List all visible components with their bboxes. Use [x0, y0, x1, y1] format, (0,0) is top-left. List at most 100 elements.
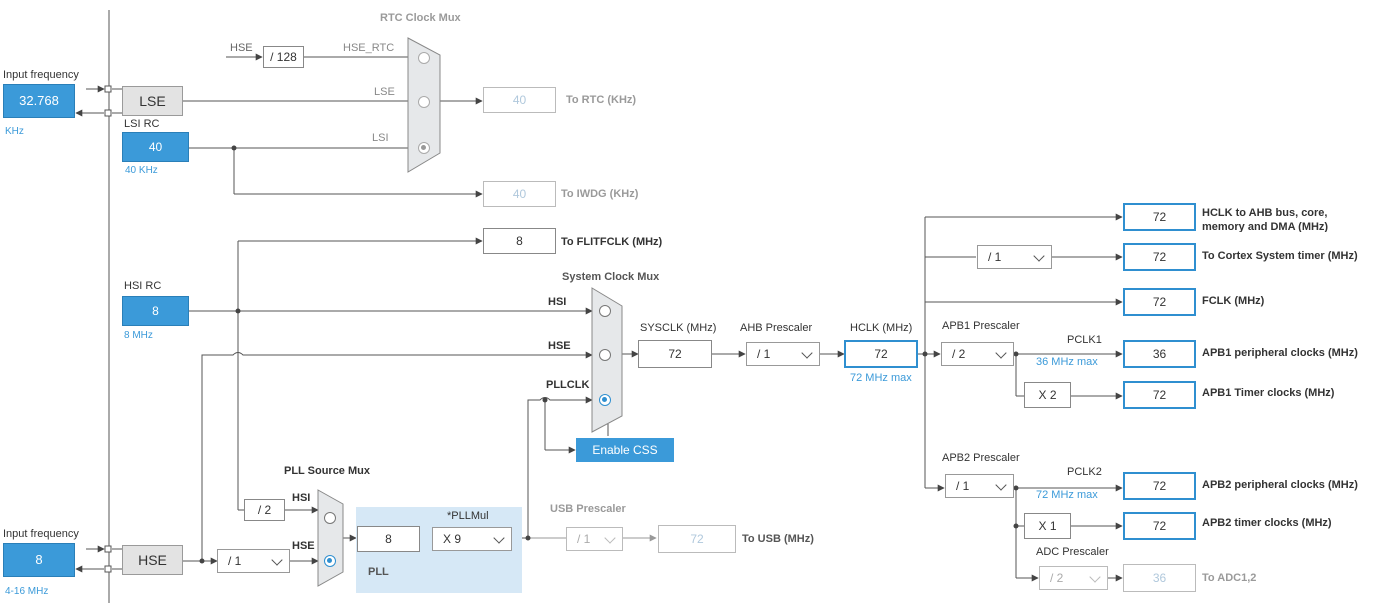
pll-source-mux-title: PLL Source Mux: [284, 465, 370, 477]
usb-output-value: 72: [658, 525, 736, 553]
fclk-output-value[interactable]: 72: [1123, 288, 1196, 316]
chevron-down-icon: [1089, 571, 1101, 583]
flitf-output-value: 8: [483, 228, 556, 254]
sysclk-mux-radio-hse[interactable]: [599, 349, 611, 361]
sysclk-mux-radio-pllclk[interactable]: [599, 394, 611, 406]
lsi-frequency: 40 KHz: [125, 165, 158, 176]
lse-source-box: LSE: [122, 86, 183, 116]
rtc-output-value: 40: [483, 87, 556, 113]
pll-mul-value: X 9: [443, 532, 462, 546]
rtc-hse-input-label: HSE: [230, 42, 253, 54]
hsi-rc-label: HSI RC: [124, 280, 162, 292]
hse-input-range: 4-16 MHz: [5, 586, 49, 597]
pll-mul-label: *PLLMul: [447, 510, 489, 522]
usb-prescaler-title: USB Prescaler: [550, 503, 626, 515]
pclk2-label: PCLK2: [1067, 466, 1102, 478]
apb2-timer-output-label: APB2 timer clocks (MHz): [1202, 517, 1332, 529]
adc-output-value: 36: [1123, 564, 1196, 592]
usb-prescaler-select[interactable]: / 1: [566, 527, 623, 551]
apb2-prescaler-select[interactable]: / 1: [945, 474, 1014, 498]
pll-mux-hse-label: HSE: [292, 540, 315, 552]
hsi-rc-value: 8: [122, 296, 189, 326]
apb1-prescaler-select[interactable]: / 2: [941, 342, 1014, 366]
sysclk-mux-hse-label: HSE: [548, 340, 571, 352]
hsi-frequency: 8 MHz: [124, 330, 153, 341]
apb2-prescaler-value: / 1: [956, 479, 970, 493]
iwdg-output-label: To IWDG (KHz): [561, 188, 639, 200]
flitf-output-label: To FLITFCLK (MHz): [561, 236, 663, 248]
apb1-prescaler-label: APB1 Prescaler: [942, 320, 1020, 332]
lse-input-frequency-label: Input frequency: [3, 69, 79, 81]
rtc-lsi-label: LSI: [372, 132, 389, 144]
pll-mux-radio-hsi[interactable]: [324, 512, 336, 524]
pclk1-max: 36 MHz max: [1036, 356, 1098, 368]
hse-source-box: HSE: [122, 545, 183, 575]
apb1-peripheral-output-value[interactable]: 36: [1123, 340, 1196, 368]
sysclk-mux-hsi-label: HSI: [548, 296, 567, 308]
apb2-prescaler-label: APB2 Prescaler: [942, 452, 1020, 464]
enable-css-button[interactable]: Enable CSS: [576, 438, 674, 462]
cortex-timer-divider-select[interactable]: / 1: [977, 245, 1052, 269]
adc-prescaler-label: ADC Prescaler: [1036, 546, 1109, 558]
apb1-timer-output-value[interactable]: 72: [1123, 381, 1196, 409]
hclk-ahb-output-label: HCLK to AHB bus, core, memory and DMA (M…: [1202, 207, 1329, 232]
apb1-timer-output-label: APB1 Timer clocks (MHz): [1202, 387, 1335, 399]
apb1-peripheral-output-label: APB1 peripheral clocks (MHz): [1202, 347, 1358, 359]
sysclk-value: 72: [638, 340, 712, 368]
system-clock-mux-title: System Clock Mux: [562, 271, 660, 283]
rtc-clock-mux-title: RTC Clock Mux: [380, 12, 461, 24]
rtc-mux-radio-hse[interactable]: [418, 52, 430, 64]
chevron-down-icon: [995, 347, 1007, 359]
pll-label: PLL: [368, 566, 389, 578]
rtc-mux-radio-lsi[interactable]: [418, 142, 430, 154]
pclk2-max: 72 MHz max: [1036, 489, 1098, 501]
ahb-prescaler-value: / 1: [757, 347, 771, 361]
pclk1-label: PCLK1: [1067, 334, 1102, 346]
apb2-timer-output-value[interactable]: 72: [1123, 512, 1196, 540]
lse-input-frequency-field[interactable]: 32.768: [3, 84, 75, 118]
cortex-timer-divider-value: / 1: [988, 250, 1002, 264]
usb-prescaler-value: / 1: [577, 532, 591, 546]
rtc-lse-label: LSE: [374, 86, 395, 98]
apb2-peripheral-output-label: APB2 peripheral clocks (MHz): [1202, 479, 1358, 491]
ahb-prescaler-label: AHB Prescaler: [740, 322, 813, 334]
chevron-down-icon: [995, 479, 1007, 491]
apb2-timer-multiplier: X 1: [1024, 513, 1071, 539]
ahb-prescaler-select[interactable]: / 1: [746, 342, 820, 366]
sysclk-mux-radio-hsi[interactable]: [599, 305, 611, 317]
apb1-timer-multiplier: X 2: [1024, 382, 1071, 408]
pll-mux-hsi-label: HSI: [292, 492, 311, 504]
hclk-label: HCLK (MHz): [850, 322, 913, 334]
chevron-down-icon: [801, 347, 813, 359]
iwdg-output-value: 40: [483, 181, 556, 207]
pll-source-mux-shape: [317, 489, 344, 587]
pll-mul-select[interactable]: X 9: [432, 527, 512, 551]
rtc-divider-128: / 128: [263, 46, 304, 68]
adc-prescaler-select[interactable]: / 2: [1039, 566, 1108, 590]
chevron-down-icon: [493, 532, 505, 544]
adc-output-label: To ADC1,2: [1202, 572, 1257, 584]
rtc-mux-radio-lse[interactable]: [418, 96, 430, 108]
chevron-down-icon: [271, 554, 283, 566]
hse-prediv-value: / 1: [228, 554, 242, 568]
hclk-value[interactable]: 72: [844, 340, 918, 368]
fclk-output-label: FCLK (MHz): [1202, 295, 1265, 307]
apb2-peripheral-output-value[interactable]: 72: [1123, 472, 1196, 500]
pll-input-value: 8: [357, 526, 420, 552]
pll-mux-radio-hse[interactable]: [324, 555, 336, 567]
cortex-timer-output-value[interactable]: 72: [1123, 243, 1196, 271]
cortex-timer-output-label: To Cortex System timer (MHz): [1202, 250, 1358, 262]
hclk-ahb-output-value[interactable]: 72: [1123, 203, 1196, 231]
adc-prescaler-value: / 2: [1050, 571, 1064, 585]
hse-input-frequency-label: Input frequency: [3, 528, 79, 540]
rtc-output-label: To RTC (KHz): [566, 94, 637, 106]
sysclk-label: SYSCLK (MHz): [640, 322, 717, 334]
hsi-div2-box: / 2: [244, 499, 285, 521]
lse-input-unit: KHz: [5, 126, 24, 137]
rtc-hse-rtc-label: HSE_RTC: [343, 42, 395, 54]
hse-input-frequency-field[interactable]: 8: [3, 543, 75, 577]
lsi-rc-value: 40: [122, 132, 189, 162]
hse-prediv-select[interactable]: / 1: [217, 549, 290, 573]
chevron-down-icon: [604, 532, 616, 544]
chevron-down-icon: [1033, 250, 1045, 262]
